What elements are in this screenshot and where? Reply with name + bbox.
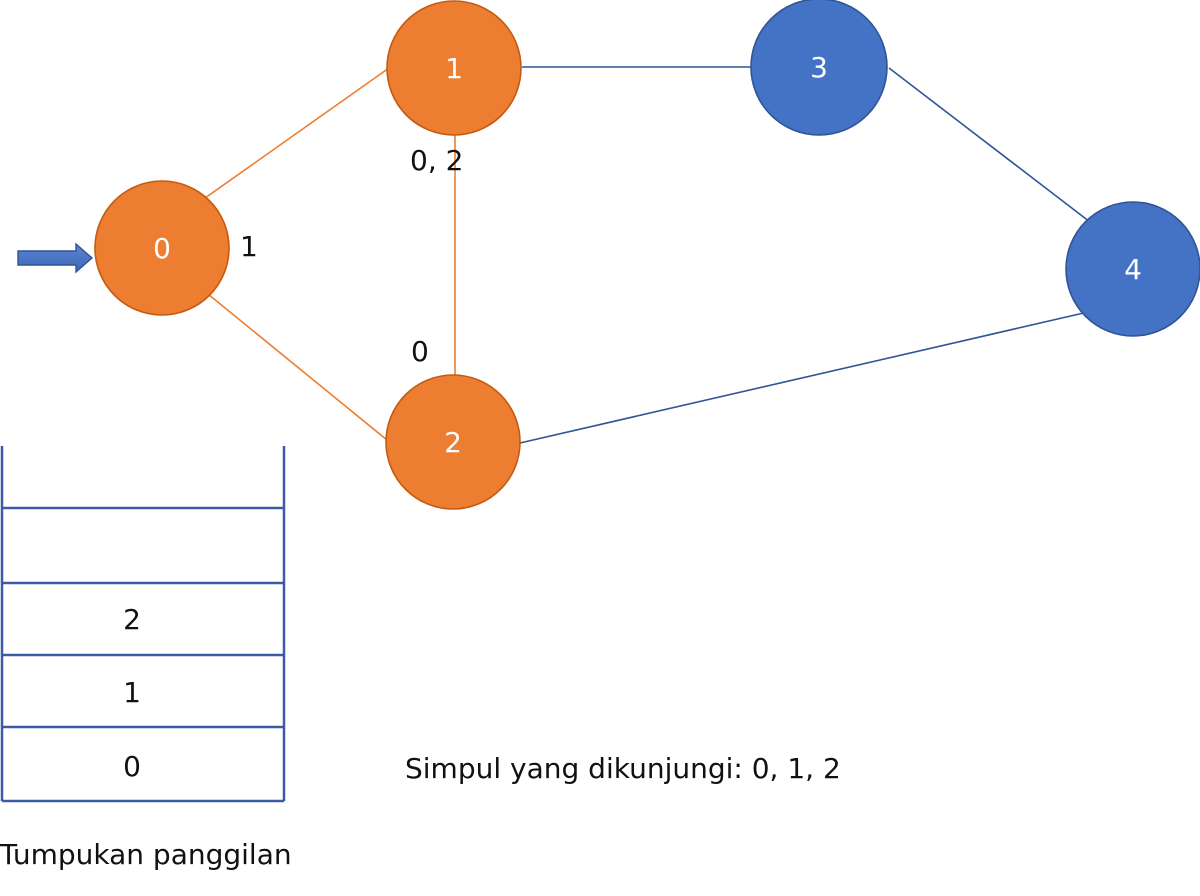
node-1-label: 1 <box>445 52 463 85</box>
stack-slot: 0 <box>123 750 141 783</box>
graph-node-0: 0 <box>94 180 230 316</box>
edge-0-1 <box>197 67 390 204</box>
graph-node-4: 4 <box>1065 201 1200 337</box>
annotation-node-1: 0, 2 <box>410 144 463 177</box>
graph-node-3: 3 <box>750 0 888 136</box>
stack-slot: 1 <box>123 676 141 709</box>
edge-2-4 <box>519 311 1089 444</box>
node-3-label: 3 <box>810 51 828 84</box>
graph-node-2: 2 <box>385 374 521 510</box>
node-4-label: 4 <box>1124 253 1142 286</box>
edge-0-2 <box>202 289 388 441</box>
graph-node-1: 1 <box>386 0 522 136</box>
node-2-label: 2 <box>444 426 462 459</box>
annotation-node-2: 0 <box>411 335 429 368</box>
call-stack: 2 1 0 <box>0 446 286 803</box>
node-0-label: 0 <box>153 232 171 265</box>
right-arrow-icon <box>17 242 94 274</box>
annotation-node-0: 1 <box>240 230 258 263</box>
call-stack-title: Tumpukan panggilan <box>0 838 292 871</box>
visited-nodes-text: Simpul yang dikunjungi: 0, 1, 2 <box>405 752 841 785</box>
stack-slot: 2 <box>123 603 141 636</box>
edge-3-4 <box>888 67 1091 223</box>
